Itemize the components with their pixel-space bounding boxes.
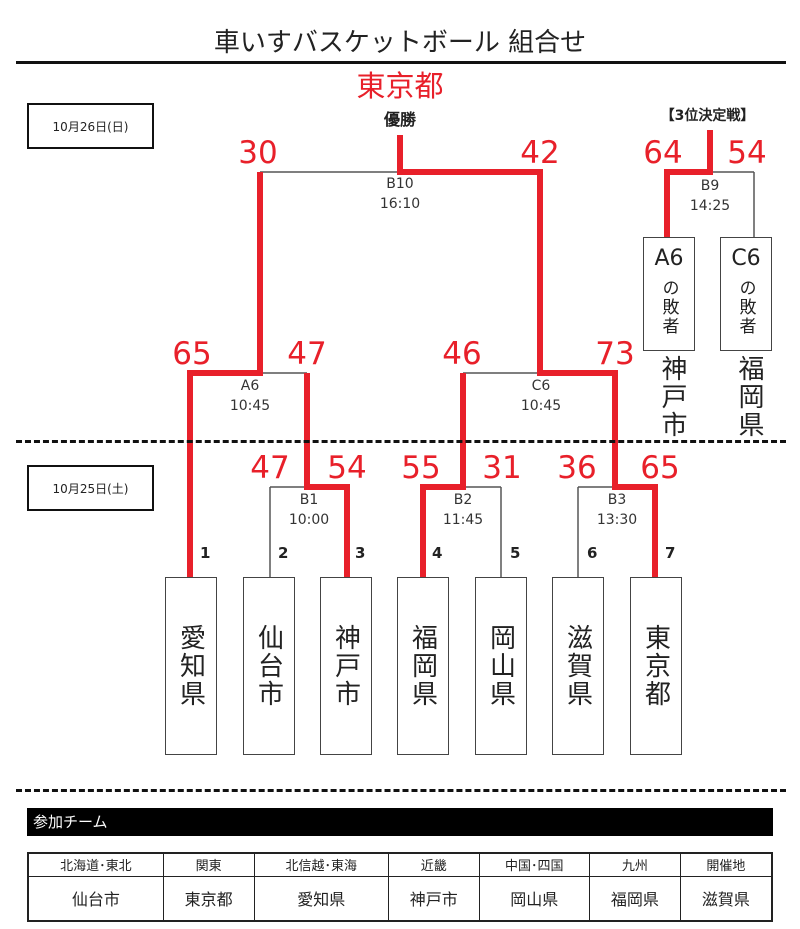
team-name: 仙台市 [253, 624, 284, 708]
score-b9-left: 64 [643, 135, 683, 171]
match-b10-label: B10 16:10 [380, 174, 420, 214]
match-a6-label: A6 10:45 [230, 376, 270, 416]
score-b3-left: 36 [557, 450, 597, 486]
region-cell: 開催地 [679, 852, 773, 877]
loser-text: の敗者 [735, 278, 756, 336]
region-cell: 中国･四国 [478, 852, 590, 877]
score-c6-left: 46 [442, 336, 482, 372]
match-time: 10:45 [229, 398, 271, 414]
match-b9-label: B9 14:25 [690, 176, 730, 216]
score-c6-right: 73 [595, 336, 635, 372]
seed-number: 4 [432, 544, 443, 562]
team-box: 滋賀県 [552, 577, 604, 755]
match-b1-label: B1 10:00 [289, 490, 329, 530]
team-cell: 岡山県 [478, 875, 590, 922]
day-divider [16, 440, 786, 443]
team-cell: 福岡県 [588, 875, 681, 922]
match-id: B2 [453, 492, 473, 508]
score-b9-right: 54 [727, 135, 767, 171]
loser-box-a6: A6 の敗者 [643, 237, 695, 351]
score-b2-right: 31 [482, 450, 522, 486]
participants-table: 北海道･東北 関東 北信越･東海 近畿 中国･四国 九州 開催地 仙台市 東京都… [27, 852, 773, 922]
match-time: 16:10 [379, 196, 421, 212]
page-title: 車いすバスケットボール 組合せ [213, 28, 587, 58]
team-name: 東京都 [640, 624, 671, 708]
team-box: 愛知県 [165, 577, 217, 755]
region-cell: 近畿 [387, 852, 480, 877]
date-box-day2: 10月26日(日) [27, 103, 154, 149]
loser-code: A6 [654, 246, 684, 271]
region-cell: 関東 [162, 852, 255, 877]
seed-number: 6 [587, 544, 598, 562]
section-divider [16, 789, 786, 792]
match-id: C6 [531, 378, 551, 394]
third-place-label: 【3位決定戦】 [660, 108, 755, 124]
match-id: B9 [700, 178, 720, 194]
team-cell: 仙台市 [27, 875, 164, 922]
score-a6-left: 65 [172, 336, 212, 372]
seed-number: 2 [278, 544, 289, 562]
team-name: 滋賀県 [562, 624, 593, 708]
team-row: 仙台市 東京都 愛知県 神戸市 岡山県 福岡県 滋賀県 [27, 875, 773, 922]
loser-box-c6: C6 の敗者 [720, 237, 772, 351]
team-name: 福岡県 [407, 624, 438, 708]
match-time: 14:25 [689, 198, 731, 214]
score-b3-right: 65 [640, 450, 680, 486]
region-cell: 北信越･東海 [253, 852, 389, 877]
team-name: 愛知県 [175, 624, 206, 708]
champion-name: 東京都 [356, 69, 444, 103]
region-cell: 九州 [588, 852, 681, 877]
match-id: A6 [240, 378, 260, 394]
seed-number: 3 [355, 544, 366, 562]
team-cell: 愛知県 [253, 875, 389, 922]
match-c6-label: C6 10:45 [521, 376, 561, 416]
match-b3-label: B3 13:30 [597, 490, 637, 530]
region-cell: 北海道･東北 [27, 852, 164, 877]
team-cell: 神戸市 [387, 875, 480, 922]
loser-team-a6: 神戸市 [654, 355, 691, 439]
seed-number: 5 [510, 544, 521, 562]
score-b10-right: 42 [520, 135, 560, 171]
team-cell: 東京都 [162, 875, 255, 922]
score-b10-left: 30 [238, 135, 278, 171]
team-box: 岡山県 [475, 577, 527, 755]
loser-code: C6 [731, 246, 761, 271]
score-b2-left: 55 [401, 450, 441, 486]
seed-number: 1 [200, 544, 211, 562]
team-box: 仙台市 [243, 577, 295, 755]
match-id: B10 [386, 176, 414, 192]
loser-text: の敗者 [658, 278, 679, 336]
champion-label: 優勝 [383, 110, 416, 129]
team-box: 神戸市 [320, 577, 372, 755]
team-name: 岡山県 [485, 624, 516, 708]
match-time: 10:00 [288, 512, 330, 528]
match-id: B3 [607, 492, 627, 508]
seed-number: 7 [665, 544, 676, 562]
score-a6-right: 47 [287, 336, 327, 372]
match-time: 11:45 [442, 512, 484, 528]
team-box: 東京都 [630, 577, 682, 755]
score-b1-left: 47 [250, 450, 290, 486]
participants-heading: 参加チーム [27, 808, 773, 836]
match-id: B1 [299, 492, 319, 508]
region-row: 北海道･東北 関東 北信越･東海 近畿 中国･四国 九州 開催地 [27, 852, 773, 877]
team-cell: 滋賀県 [679, 875, 773, 922]
date-box-day1: 10月25日(土) [27, 465, 154, 511]
match-b2-label: B2 11:45 [443, 490, 483, 530]
title-rule [16, 61, 786, 64]
team-box: 福岡県 [397, 577, 449, 755]
loser-team-c6: 福岡県 [731, 355, 768, 439]
match-time: 10:45 [520, 398, 562, 414]
score-b1-right: 54 [327, 450, 367, 486]
match-time: 13:30 [596, 512, 638, 528]
bracket-winner-lines [187, 130, 713, 577]
team-name: 神戸市 [330, 624, 361, 708]
